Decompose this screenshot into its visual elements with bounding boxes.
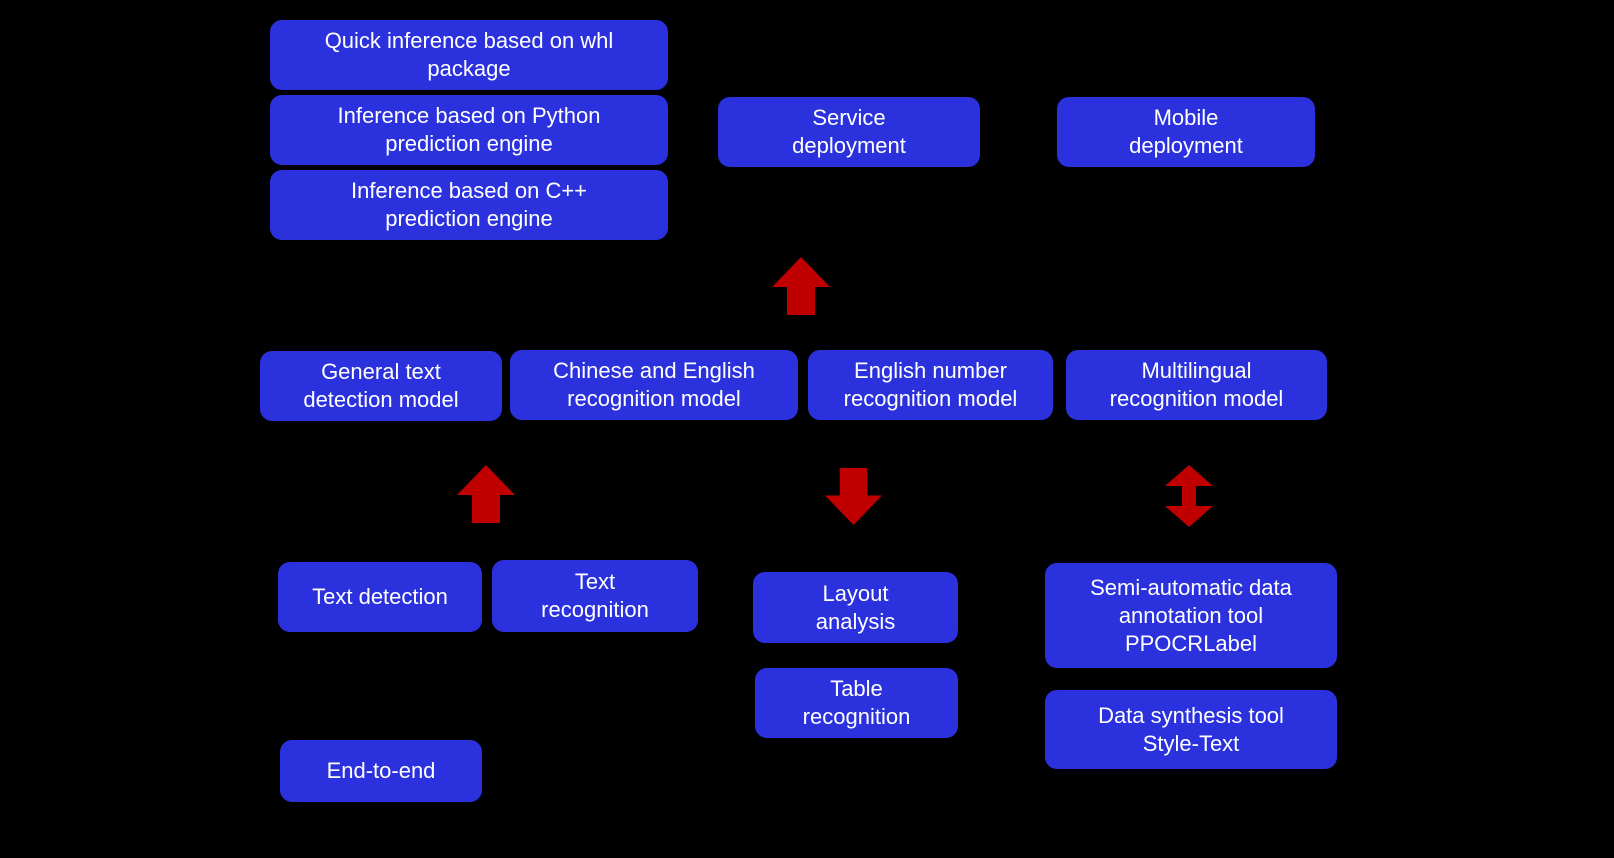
node-ppocrlabel: Semi-automatic data annotation tool PPOC…	[1045, 563, 1337, 668]
node-label: Service deployment	[792, 105, 906, 158]
node-label: End-to-end	[326, 758, 436, 783]
up-arrow-icon	[772, 257, 830, 315]
node-cpp-prediction-engine: Inference based on C++ prediction engine	[270, 170, 668, 240]
node-label: Text recognition	[541, 569, 649, 622]
node-label: Inference based on Python prediction eng…	[337, 103, 601, 156]
node-label: Semi-automatic data annotation tool PPOC…	[1090, 574, 1292, 656]
node-label: Text detection	[312, 584, 448, 609]
node-text-recognition: Text recognition	[492, 560, 698, 632]
node-label: Multilingual recognition model	[1109, 358, 1284, 411]
node-label: General text detection model	[303, 359, 459, 412]
node-label: Layout analysis	[815, 580, 896, 634]
node-label: Data synthesis tool Style-Text	[1098, 702, 1284, 756]
node-label: Quick inference based on whl package	[324, 28, 614, 81]
node-python-prediction-engine: Inference based on Python prediction eng…	[270, 95, 668, 165]
node-table-recognition: Table recognition	[755, 668, 958, 738]
node-layout-analysis: Layout analysis	[753, 572, 958, 643]
node-label: Chinese and English recognition model	[553, 358, 755, 411]
node-label: English number recognition model	[843, 358, 1018, 411]
node-multilingual-recognition-model: Multilingual recognition model	[1066, 350, 1327, 420]
arrow-to-detection-models	[457, 465, 515, 523]
node-general-text-detection-model: General text detection model	[260, 351, 502, 421]
node-label: Table recognition	[802, 676, 911, 729]
node-style-text: Data synthesis tool Style-Text	[1045, 690, 1337, 769]
node-quick-inference-whl: Quick inference based on whl package	[270, 20, 668, 90]
arrow-to-layout-analysis	[825, 468, 882, 525]
node-service-deployment: Service deployment	[718, 97, 980, 167]
node-text-detection: Text detection	[278, 562, 482, 632]
node-label: Inference based on C++ prediction engine	[350, 178, 588, 231]
arrow-annotation-tools	[1165, 465, 1213, 527]
node-end-to-end: End-to-end	[280, 740, 482, 802]
node-english-number-recognition-model: English number recognition model	[808, 350, 1053, 420]
arrow-to-service-deployment	[772, 257, 830, 315]
double-arrow-icon	[1165, 465, 1213, 527]
node-mobile-deployment: Mobile deployment	[1057, 97, 1315, 167]
down-arrow-icon	[825, 468, 882, 525]
node-label: Mobile deployment	[1129, 105, 1243, 158]
node-chinese-english-recognition-model: Chinese and English recognition model	[510, 350, 798, 420]
up-arrow-icon	[457, 465, 515, 523]
